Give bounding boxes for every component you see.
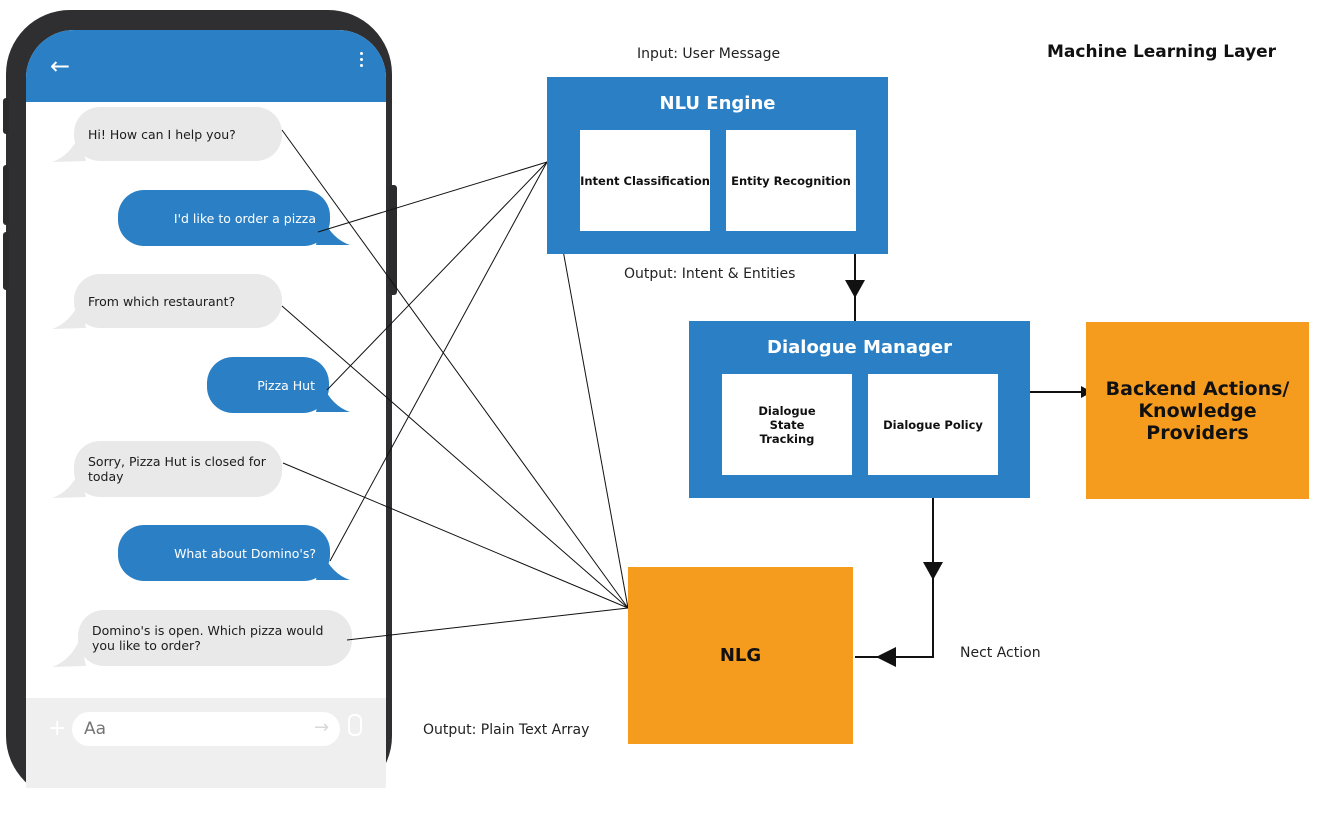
- next-action-label: Nect Action: [960, 645, 1041, 661]
- entity-recognition-label: Entity Recognition: [731, 173, 851, 188]
- connector-line: [329, 161, 548, 562]
- phone-power-button: [389, 185, 397, 295]
- chat-bubble-user: What about Domino's?: [118, 525, 330, 581]
- intent-classification-label: Intent Classification: [580, 173, 710, 188]
- message-text: Hi! How can I help you?: [88, 126, 236, 142]
- chat-header: ←: [26, 30, 386, 102]
- dialogue-policy-box: Dialogue Policy: [868, 374, 998, 475]
- arrowhead-down-icon: [845, 280, 865, 298]
- dialogue-state-tracking-box: Dialogue State Tracking: [722, 374, 852, 475]
- connector-line: [346, 607, 629, 641]
- nlu-engine-title: NLU Engine: [659, 93, 776, 114]
- backend-actions-label: Backend Actions/ Knowledge Providers: [1105, 377, 1290, 444]
- phone-side-button: [3, 98, 9, 134]
- dialogue-policy-label: Dialogue Policy: [883, 417, 983, 432]
- plus-icon[interactable]: +: [48, 716, 67, 741]
- phone-volume-up-button: [3, 165, 9, 225]
- more-menu-icon[interactable]: [360, 52, 364, 70]
- message-text: Pizza Hut: [257, 377, 315, 393]
- nlg-label: NLG: [719, 645, 762, 666]
- microphone-icon[interactable]: [348, 714, 362, 736]
- nlu-engine-box: NLU Engine Intent Classification Entity …: [547, 77, 888, 254]
- message-text: From which restaurant?: [88, 293, 236, 309]
- arrowhead-left-icon: [876, 647, 896, 667]
- layer-title: Machine Learning Layer: [1047, 42, 1277, 62]
- chat-bubble-bot: Sorry, Pizza Hut is closed for today: [74, 441, 282, 497]
- entity-recognition-box: Entity Recognition: [726, 130, 856, 231]
- message-text: I'd like to order a pizza: [173, 210, 316, 226]
- nlg-box: NLG: [628, 567, 853, 744]
- bubble-tail: [316, 384, 350, 412]
- dialogue-manager-box: Dialogue Manager Dialogue State Tracking…: [689, 321, 1030, 498]
- chat-bubble-bot: Domino's is open. Which pizza would you …: [78, 610, 352, 666]
- connector-line: [326, 161, 548, 391]
- chat-bubble-bot: Hi! How can I help you?: [74, 107, 282, 161]
- arrowhead-down-icon: [923, 562, 943, 580]
- arrow-dm-to-nlg: [855, 498, 934, 658]
- connector-line: [317, 161, 548, 233]
- message-input[interactable]: [72, 712, 340, 746]
- input-label: Input: User Message: [637, 46, 781, 62]
- send-arrow-icon[interactable]: →: [314, 717, 330, 738]
- bubble-tail: [52, 639, 86, 667]
- message-text: Sorry, Pizza Hut is closed for today: [88, 454, 266, 484]
- chat-bubble-bot: From which restaurant?: [74, 274, 282, 328]
- bubble-tail: [316, 217, 350, 245]
- bubble-tail: [316, 552, 350, 580]
- message-text: What about Domino's?: [174, 545, 316, 561]
- dialogue-state-tracking-label: Dialogue State Tracking: [758, 403, 816, 446]
- bubble-tail: [52, 134, 86, 162]
- intent-classification-box: Intent Classification: [580, 130, 710, 231]
- connector-line: [281, 305, 629, 609]
- bubble-tail: [52, 301, 86, 329]
- back-arrow-icon[interactable]: ←: [50, 52, 71, 80]
- phone-screen: ← Hi! How can I help you? I'd like to or…: [26, 30, 386, 830]
- bubble-tail: [52, 470, 86, 498]
- chat-bubble-user: Pizza Hut: [207, 357, 329, 413]
- nlu-output-label: Output: Intent & Entities: [624, 266, 796, 282]
- connector-line: [281, 129, 629, 609]
- phone-volume-down-button: [3, 232, 9, 290]
- message-text: Domino's is open. Which pizza would you …: [92, 623, 324, 653]
- phone-frame: ← Hi! How can I help you? I'd like to or…: [3, 10, 397, 830]
- connector-line: [282, 462, 629, 609]
- dialogue-manager-title: Dialogue Manager: [767, 337, 952, 358]
- chat-bubble-user: I'd like to order a pizza: [118, 190, 330, 246]
- nlg-output-label: Output: Plain Text Array: [423, 722, 590, 738]
- backend-actions-box: Backend Actions/ Knowledge Providers: [1086, 322, 1309, 499]
